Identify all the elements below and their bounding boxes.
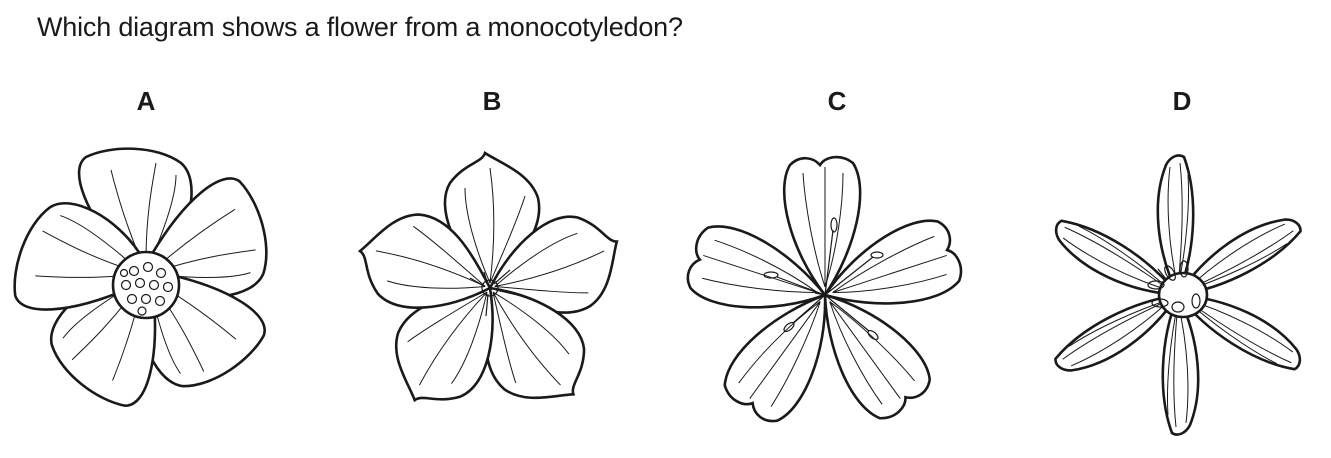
flower-c-petal bbox=[823, 293, 932, 420]
flower-c-stamens bbox=[763, 217, 884, 341]
flower-d-tepal bbox=[1156, 154, 1195, 299]
flower-c-petal bbox=[782, 155, 862, 298]
option-d-label[interactable]: D bbox=[1172, 86, 1192, 116]
flower-b-petal bbox=[484, 286, 586, 400]
question-text: Which diagram shows a flower from a mono… bbox=[37, 12, 683, 42]
option-c-label[interactable]: C bbox=[827, 86, 847, 116]
option-b-label[interactable]: B bbox=[482, 86, 502, 116]
flower-d-tepal bbox=[1054, 219, 1181, 297]
option-a-label[interactable]: A bbox=[136, 86, 156, 116]
flower-d-stamens bbox=[1147, 260, 1209, 319]
flower-a-diagram[interactable] bbox=[5, 147, 280, 417]
flower-b-diagram[interactable] bbox=[348, 150, 634, 426]
flower-c-diagram[interactable] bbox=[681, 155, 967, 430]
flower-b-petal bbox=[357, 213, 492, 309]
flower-d-tepal bbox=[1054, 293, 1181, 372]
flower-a-centre bbox=[111, 250, 181, 320]
flower-c-petal bbox=[723, 293, 827, 423]
flower-c-petal bbox=[686, 225, 828, 309]
flower-c-petal bbox=[822, 219, 963, 305]
flower-b-stamens bbox=[469, 269, 523, 317]
flower-d-diagram[interactable] bbox=[1047, 154, 1309, 436]
